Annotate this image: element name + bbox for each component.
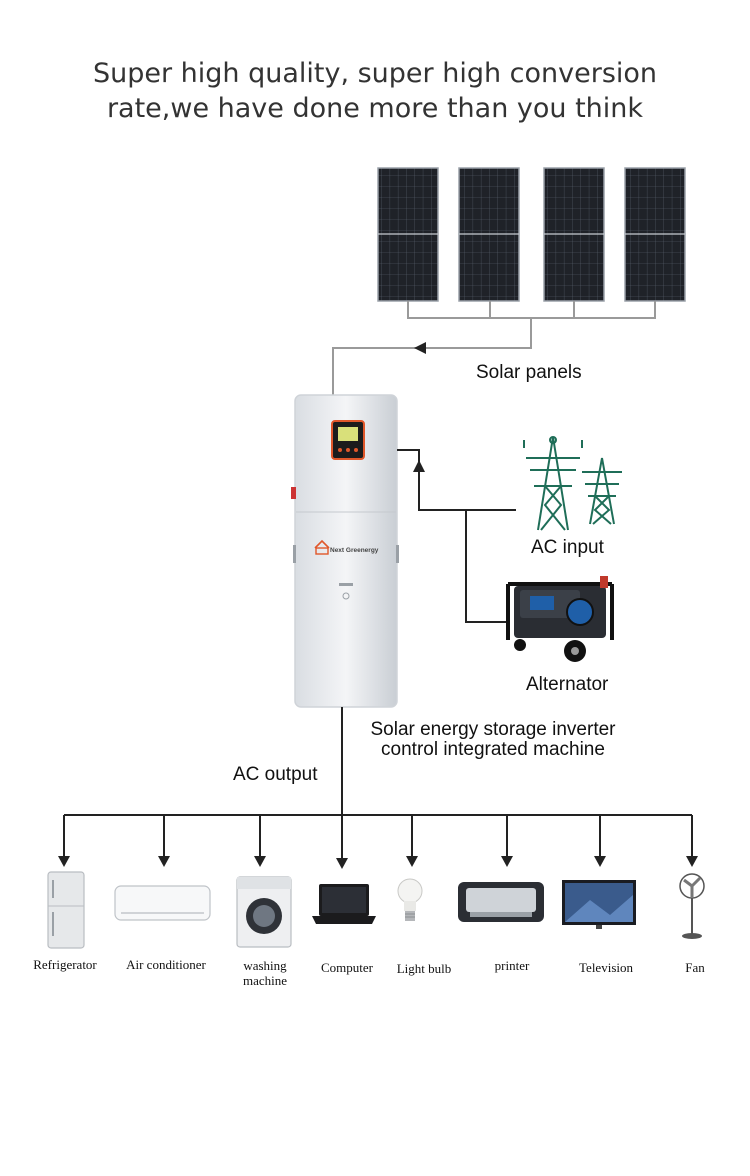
arrow-up-icon <box>413 460 425 472</box>
air-conditioner-icon <box>114 885 211 921</box>
arrow-down-icon <box>501 856 513 867</box>
inverter-cabinet: Next Greenergy <box>291 394 399 708</box>
power-pylon-icon <box>523 436 622 531</box>
inverter-display <box>331 420 365 460</box>
arrow-down-icon <box>336 858 348 869</box>
appliance-label-light-bulb: Light bulb <box>396 961 452 976</box>
appliance-label-computer: Computer <box>321 960 373 975</box>
appliance-label-refrigerator: Refrigerator <box>33 957 97 972</box>
appliance-label-television: Television <box>579 960 633 975</box>
arrow-down-icon <box>406 856 418 867</box>
arrow-down-icon <box>58 856 70 867</box>
appliance-label-air-conditioner: Air conditioner <box>126 957 206 972</box>
washing-machine-icon <box>236 876 292 948</box>
appliance-label-washing-machine: washing machine <box>220 958 310 988</box>
panel-wiring <box>332 301 656 396</box>
solar-panel <box>543 167 605 302</box>
inverter-caption-line-2: control integrated machine <box>381 739 605 760</box>
solar-panel <box>458 167 520 302</box>
arrow-down-icon <box>686 856 698 867</box>
appliance-label-printer: printer <box>494 958 530 973</box>
svg-text:Next Greenergy: Next Greenergy <box>330 547 379 554</box>
solar-panels-label: Solar panels <box>476 362 582 383</box>
output-arrows <box>58 856 698 869</box>
inverter-caption: Solar energy storage inverter control in… <box>356 720 630 760</box>
light-bulb-icon <box>397 878 423 921</box>
headline-line-2: rate,we have done more than you think <box>106 93 644 124</box>
solar-panels-icon <box>377 167 686 302</box>
television-icon <box>562 880 636 929</box>
ac-input-label: AC input <box>531 537 604 558</box>
ac-output-wiring <box>63 707 693 860</box>
headline-line-1: Super high quality, super high conversio… <box>92 58 658 89</box>
arrow-left-icon <box>414 342 426 354</box>
appliance-label-fan: Fan <box>685 960 705 975</box>
printer-icon <box>458 882 544 922</box>
inverter-caption-line-1: Solar energy storage inverter <box>370 719 616 740</box>
solar-panel <box>377 167 439 302</box>
appliance-label-washing-machine-line-2: machine <box>242 973 288 988</box>
arrow-down-icon <box>594 856 606 867</box>
arrow-down-icon <box>158 856 170 867</box>
alternator-label: Alternator <box>526 674 609 695</box>
refrigerator-icon <box>47 871 85 949</box>
ac-input-wiring <box>397 449 516 623</box>
brand-logo: Next Greenergy <box>314 539 379 555</box>
arrow-down-icon <box>254 856 266 867</box>
generator-icon <box>506 576 614 662</box>
laptop-icon <box>312 884 376 924</box>
solar-panel <box>624 167 686 302</box>
fan-icon <box>679 873 705 939</box>
headline: Super high quality, super high conversio… <box>0 56 750 126</box>
appliance-label-washing-machine-line-1: washing <box>243 958 287 973</box>
ac-output-label: AC output <box>233 764 318 785</box>
